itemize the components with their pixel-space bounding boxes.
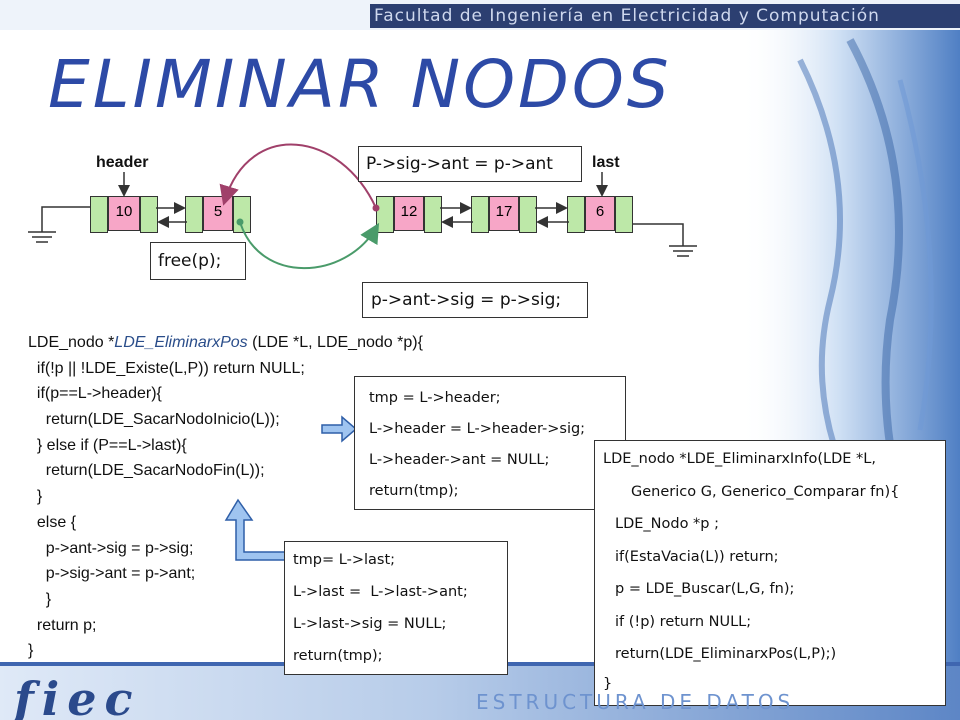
box-remove-last: tmp= L->last; L->last = L->last->ant; L-… (284, 541, 508, 675)
code-line: LDE_nodo *LDE_EliminarxInfo(LDE *L, (603, 451, 876, 467)
code-line: } else if (P==L->last){ (28, 436, 187, 454)
list-node: 6 (567, 196, 633, 233)
callout-free: free(p); (150, 242, 246, 280)
code-line: return(LDE_EliminarxPos(L,P);) (615, 646, 837, 662)
code-line: L->last->sig = NULL; (293, 616, 447, 632)
code-line: return p; (28, 616, 97, 634)
node-value: 12 (394, 196, 424, 231)
code-line: return(tmp); (293, 648, 383, 664)
code-line: } (28, 488, 43, 506)
list-node: 17 (471, 196, 537, 233)
node-value: 10 (108, 196, 140, 231)
code-line: } (603, 675, 613, 692)
node-value: 6 (585, 196, 615, 231)
code-line: L->last = L->last->ant; (293, 584, 468, 600)
code-line: else { (28, 513, 77, 531)
callout-ant-sig: p->ant->sig = p->sig; (362, 282, 588, 318)
code-line: } (28, 590, 52, 608)
code-line: p->sig->ant = p->ant; (28, 565, 196, 583)
list-node: 10 (90, 196, 158, 233)
code-line: if (!p) return NULL; (615, 613, 752, 630)
code-eliminarxpos: LDE_nodo *LDE_EliminarxPos (LDE *L, LDE_… (28, 330, 423, 664)
list-node: 12 (376, 196, 442, 233)
code-line: return(LDE_SacarNodoInicio(L)); (28, 411, 280, 429)
slide-title: ELIMINAR NODOS (48, 46, 672, 123)
fiec-logo: fiec (14, 672, 141, 720)
function-name: LDE_EliminarxPos (114, 334, 248, 351)
node-value: 17 (489, 196, 519, 231)
code-line: p->ant->sig = p->sig; (28, 539, 194, 557)
header-label: header (96, 154, 149, 171)
code-line: } (28, 642, 34, 660)
callout-sig-ant: P->sig->ant = p->ant (358, 146, 582, 182)
code-line: tmp = L->header; (369, 390, 501, 406)
code-line: LDE_Nodo *p ; (615, 516, 720, 532)
code-line: L->header->ant = NULL; (369, 452, 550, 468)
code-line: Generico G, Generico_Comparar fn){ (631, 483, 900, 500)
faculty-banner: Facultad de Ingeniería en Electricidad y… (370, 4, 960, 28)
code-line: L->header = L->header->sig; (369, 421, 586, 437)
last-label: last (592, 154, 620, 171)
code-line: return(LDE_SacarNodoFin(L)); (28, 462, 265, 480)
code-line: if(p==L->header){ (28, 385, 162, 403)
code-line: LDE_nodo *LDE_EliminarxPos (LDE *L, LDE_… (28, 334, 423, 351)
course-footer: ESTRUCTURA DE DATOS (476, 690, 795, 714)
code-line: if(EstaVacia(L)) return; (615, 548, 779, 565)
box-remove-header: tmp = L->header; L->header = L->header->… (354, 376, 626, 510)
list-node: 5 (185, 196, 251, 233)
box-eliminarxinfo: LDE_nodo *LDE_EliminarxInfo(LDE *L, Gene… (594, 440, 946, 706)
code-line: p = LDE_Buscar(L,G, fn); (615, 581, 795, 597)
code-line: return(tmp); (369, 483, 459, 499)
code-line: tmp= L->last; (293, 552, 396, 568)
node-value: 5 (203, 196, 233, 231)
code-line: if(!p || !LDE_Existe(L,P)) return NULL; (28, 359, 305, 377)
